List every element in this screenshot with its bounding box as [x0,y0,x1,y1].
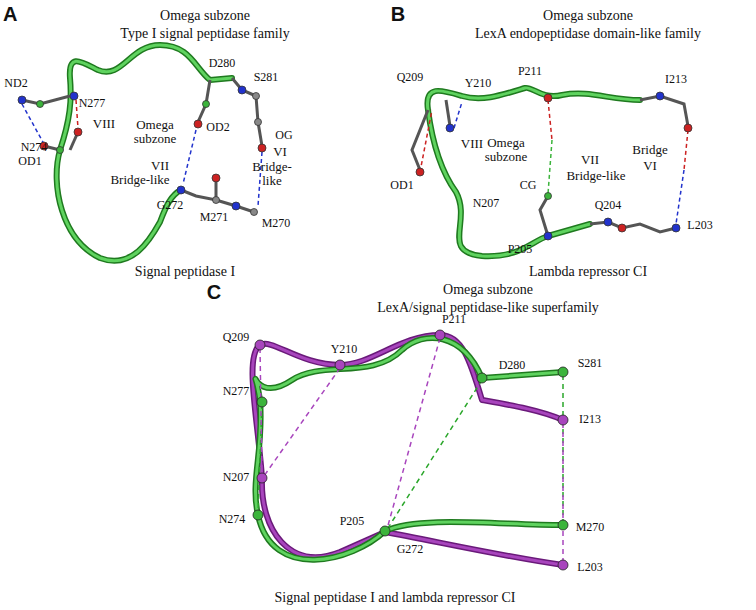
residue-label: Y210 [331,343,358,356]
bridge-type: Bridge-like [249,160,295,189]
bridge-number: VII [151,159,169,173]
panel-letter: B [391,3,405,25]
panel-title: Omega subzone [443,282,533,297]
residue-label: Q204 [595,199,622,212]
panel-caption: Signal peptidase I [135,264,235,279]
bridge-type: Bridge-like [566,169,625,183]
bridge-type: Bridge-like [110,173,169,187]
residue-label: S281 [578,357,603,370]
panel-caption: Lambda repressor CI [529,264,647,279]
bridge-type: Bridge [632,143,667,157]
residue-label: N274 [219,513,246,526]
atom-label: OD1 [18,155,41,168]
region-label: Omega subzone [476,136,536,165]
residue-label: M270 [576,521,605,534]
residue-label: Q209 [397,71,424,84]
atom-label: CG [520,179,537,192]
residue-label: G272 [397,543,424,556]
panel-letter: A [3,3,17,25]
panel-letter: C [207,281,221,303]
bridge-number: VII [581,153,599,167]
residue-label: Q209 [223,331,250,344]
residue-label: I213 [665,73,687,86]
residue-label: D280 [209,57,236,70]
residue-label: P205 [340,515,365,528]
panel-subtitle: LexA endopeptidase domain-like family [475,26,701,41]
residue-label: P205 [508,243,533,256]
region-label: Omega subzone [125,118,185,147]
panel-caption: Signal peptidase I and lambda repressor … [274,590,515,605]
residue-label: D280 [499,359,526,372]
residue-label: N277 [223,385,250,398]
residue-label: N207 [223,471,250,484]
residue-label: P211 [442,313,466,326]
residue-label: P211 [518,65,542,78]
residue-label: M270 [262,217,291,230]
bridge-number: VIII [461,137,483,151]
residue-label: G272 [157,199,184,212]
bridge-number: VI [643,159,657,173]
atom-label: OD2 [206,121,229,134]
bridge-number: VIII [93,117,115,131]
residue-label: I213 [579,413,601,426]
atom-label: ND2 [4,77,27,90]
panel-title: Omega subzone [543,8,633,23]
residue-label: N274 [21,141,48,154]
residue-label: N277 [79,97,106,110]
atom-label: OG [275,129,292,142]
atom-label: OD1 [390,179,413,192]
residue-label: S281 [254,71,279,84]
panel-subtitle: LexA/signal peptidase-like superfamily [377,300,599,315]
panel-subtitle: Type I signal peptidase family [120,26,289,41]
panel-title: Omega subzone [160,8,250,23]
residue-label: L203 [687,219,712,232]
residue-label: L203 [577,561,602,574]
residue-label: N207 [473,197,500,210]
residue-label: Y210 [465,77,492,90]
residue-label: M271 [200,211,229,224]
bridge-number: VI [273,145,287,159]
